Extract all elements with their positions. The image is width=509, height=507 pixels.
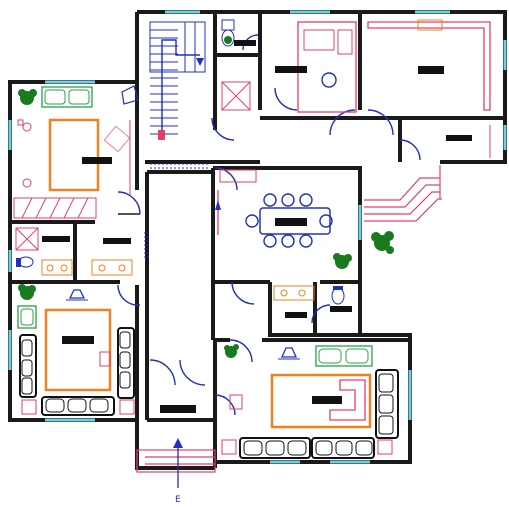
thresholds [150, 163, 210, 169]
bathroom-center [273, 285, 352, 318]
kitchen-top-right [367, 19, 491, 111]
outdoor-steps [364, 165, 442, 222]
entrance-marker: E [175, 495, 181, 505]
bedroom-top-center [275, 21, 357, 113]
doors [117, 34, 421, 416]
plants [18, 36, 394, 358]
dining-room [215, 169, 333, 248]
utility-right [446, 125, 491, 158]
bathroom-left [15, 227, 149, 276]
toilet-top [221, 19, 256, 111]
living-room [221, 345, 399, 459]
room-label-bar [82, 157, 112, 164]
bedroom-bottom-left [17, 289, 135, 416]
entrance-hall: E [136, 405, 216, 505]
windows [8, 10, 507, 464]
staircase [149, 21, 206, 140]
bedroom-top-left [13, 85, 139, 219]
